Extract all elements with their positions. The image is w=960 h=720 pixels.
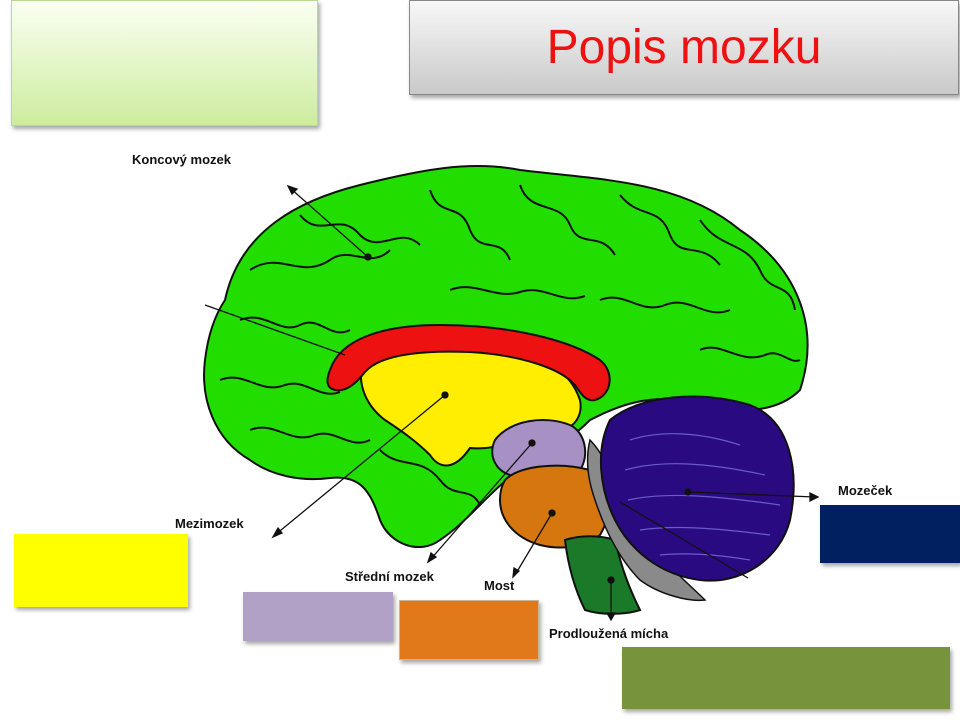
title-banner: Popis mozku xyxy=(409,0,959,95)
answer-box-olive[interactable] xyxy=(622,647,950,709)
answer-box-purple[interactable] xyxy=(243,592,393,641)
page-title: Popis mozku xyxy=(546,21,822,74)
label-stredni-mozek: Střední mozek xyxy=(345,569,434,584)
answer-box-yellow[interactable] xyxy=(14,534,188,607)
pointer-lines xyxy=(204,184,820,622)
cerebellum-shape xyxy=(600,395,795,582)
answer-box-blank[interactable] xyxy=(11,0,318,126)
medulla-shape xyxy=(563,535,642,615)
answer-box-navy[interactable] xyxy=(820,505,960,563)
label-koncovy-mozek: Koncový mozek xyxy=(132,152,231,167)
cerebellum-folia xyxy=(624,433,781,561)
corpus-callosum-shape xyxy=(326,323,611,402)
label-mezimozek: Mezimozek xyxy=(175,516,244,531)
label-most: Most xyxy=(484,578,515,593)
label-prodlouzena-micha: Prodloužená mícha xyxy=(549,626,669,641)
label-mozecek: Mozeček xyxy=(838,483,893,498)
gyri-lines xyxy=(219,184,801,506)
answer-box-orange[interactable] xyxy=(399,600,539,660)
